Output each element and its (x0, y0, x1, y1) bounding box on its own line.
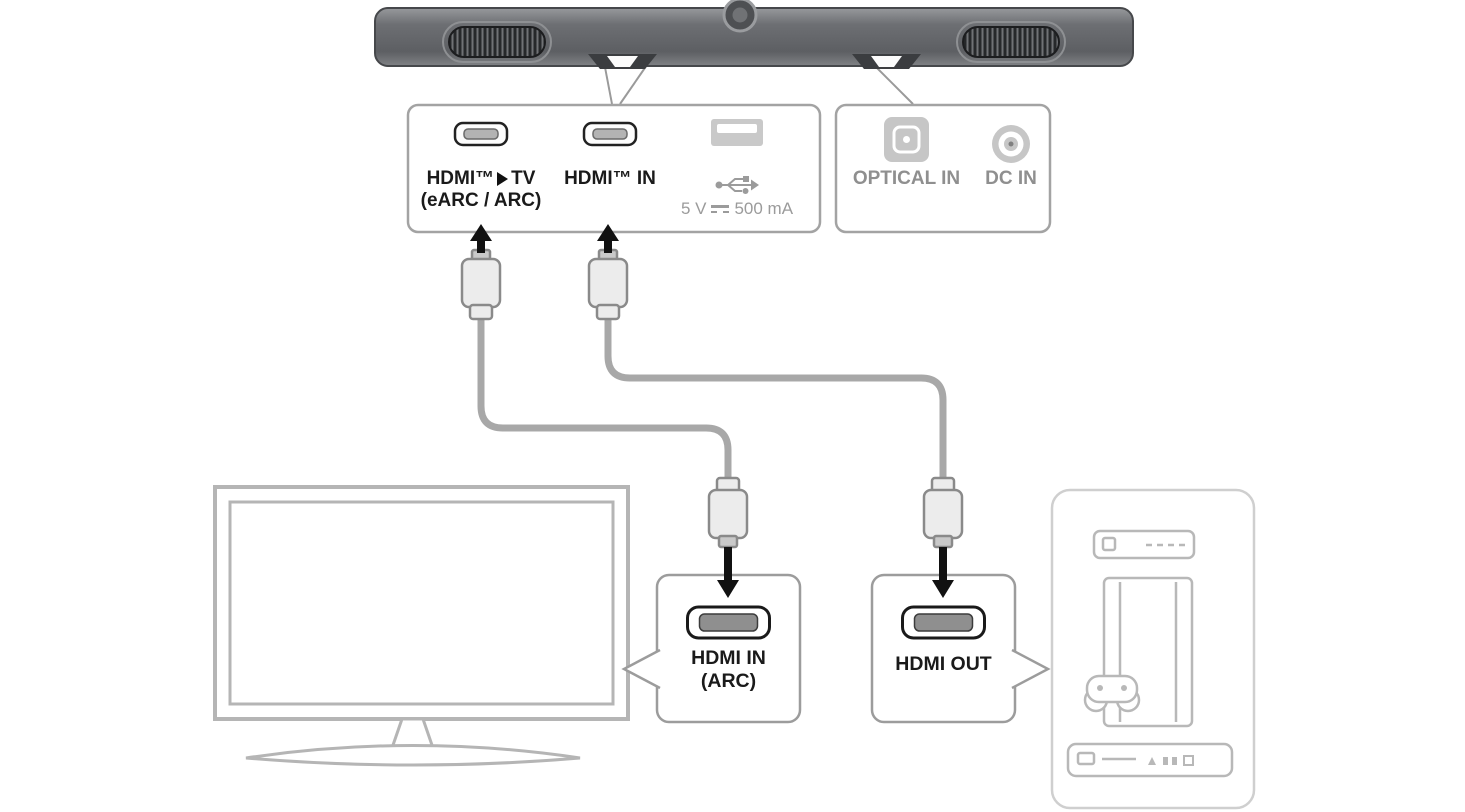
hdmi-plug-top-left (460, 248, 502, 321)
hdmi-in-port-label: HDMI™ IN (545, 168, 675, 190)
dc-in-label: DC IN (951, 168, 1071, 190)
mounting-notches (588, 54, 921, 69)
up-arrow-icon (470, 224, 492, 253)
set-top-box-drawing (1092, 529, 1196, 560)
dc-symbol-icon (711, 205, 730, 213)
hdmi-tv-label-line2: (eARC / ARC) (420, 190, 542, 211)
usb-voltage: 5 V (680, 199, 707, 218)
hdmi-in-port-icon (582, 121, 638, 147)
hdmi-tv-label-prefix: HDMI™ (426, 168, 495, 189)
left-speaker-grille (442, 21, 552, 63)
usb-current: 500 mA (734, 199, 794, 218)
hdmi-plug-top-right (587, 248, 629, 321)
hdmi-tv-port-icon (453, 121, 509, 147)
right-speaker-grille (956, 21, 1066, 63)
optical-in-label: OPTICAL IN (836, 168, 977, 190)
hdmi-tv-label-suffix: TV (511, 168, 536, 189)
down-arrow-icon (717, 547, 739, 598)
soundbar-drawing (374, 0, 1134, 69)
tv-hdmi-in-arc-label: HDMI IN (ARC) (657, 647, 800, 693)
hdmi-in-arc-callout (621, 573, 802, 724)
right-triangle-icon (497, 172, 509, 186)
usb-port-label: 5 V 500 mA (667, 174, 807, 220)
optical-in-port-icon (884, 117, 929, 162)
devices-panel (1050, 488, 1256, 810)
tv-callout-line2: (ARC) (700, 670, 757, 692)
hdmi-port-icon-large-right (901, 605, 986, 640)
hdmi-plug-bottom-left (707, 476, 749, 549)
hdmi-port-icon-large-left (686, 605, 771, 640)
optical-in-label-text: OPTICAL IN (852, 168, 961, 189)
gamepad-drawing (1083, 674, 1141, 713)
usb-port-icon (711, 119, 763, 146)
hdmi-cable-left (477, 316, 732, 482)
hdmi-tv-port-label: HDMI™ TV (eARC / ARC) (416, 168, 546, 212)
usb-trident-icon (715, 176, 759, 194)
tv-drawing (213, 485, 630, 767)
dc-in-label-text: DC IN (985, 168, 1037, 189)
down-arrow-icon (932, 547, 954, 598)
hdmi-plug-bottom-right (922, 476, 964, 549)
up-arrow-icon (597, 224, 619, 253)
tv-callout-line1: HDMI IN (691, 647, 766, 669)
device-callout-text: HDMI OUT (895, 653, 992, 675)
bluray-player-drawing (1066, 742, 1234, 778)
hdmi-cable-right (604, 316, 947, 482)
device-hdmi-out-label: HDMI OUT (872, 653, 1015, 675)
soundbar-center-knob (722, 0, 758, 33)
hdmi-out-callout (870, 573, 1051, 724)
dc-in-port-icon (992, 125, 1030, 163)
hdmi-in-label-text: HDMI™ IN (564, 168, 656, 189)
